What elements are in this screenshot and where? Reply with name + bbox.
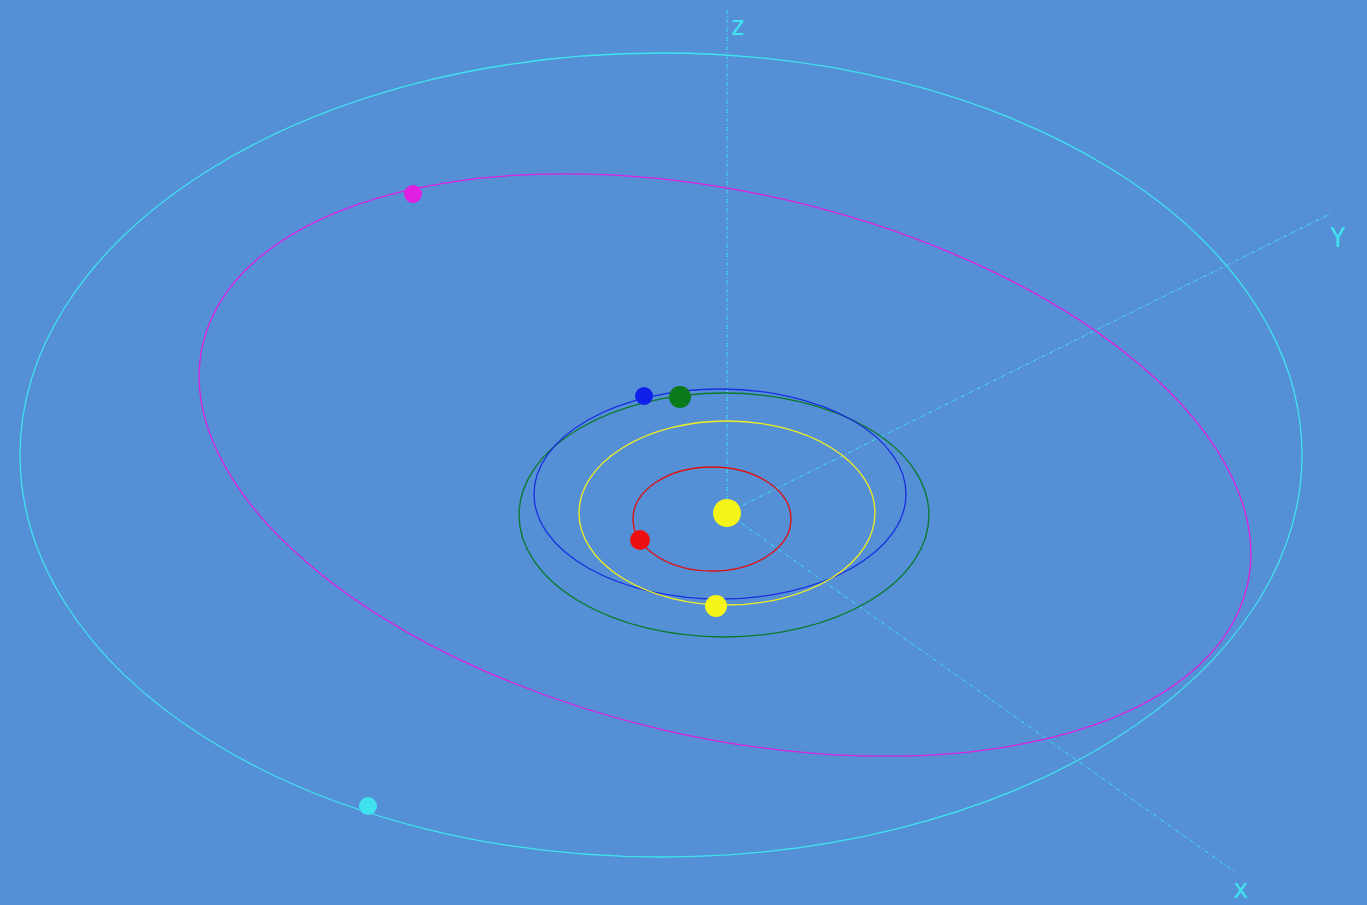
z-axis <box>727 10 728 513</box>
cyan-body <box>359 797 377 815</box>
magenta-body <box>404 185 422 203</box>
axis-label: Y <box>1330 224 1346 252</box>
x-axis <box>727 513 1235 872</box>
y-axis <box>727 213 1332 513</box>
axis-label: z <box>730 12 746 40</box>
green-planet <box>669 386 691 408</box>
yellow-orbit <box>579 421 875 605</box>
blue-planet <box>635 387 653 405</box>
red-orbit <box>633 467 791 571</box>
sun <box>713 499 741 527</box>
outer-orbit <box>20 53 1302 857</box>
eccentric-orbit <box>142 79 1309 850</box>
yellow-planet <box>705 595 727 617</box>
axis-label: x <box>1233 875 1249 903</box>
red-planet <box>630 530 650 550</box>
